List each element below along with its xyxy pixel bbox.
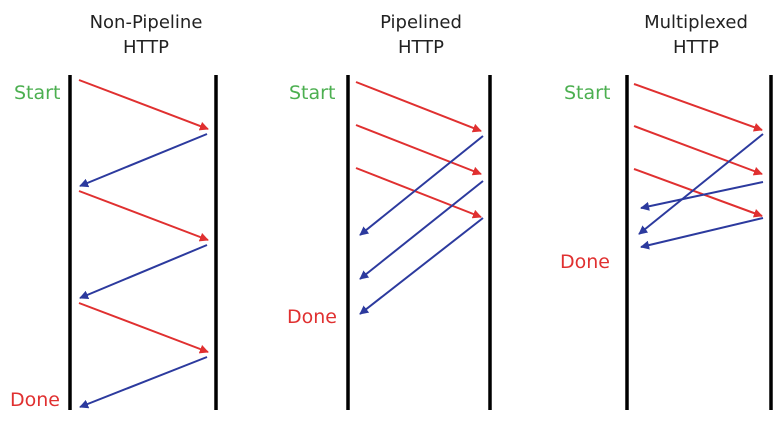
request-arrow bbox=[355, 81, 482, 133]
request-arrow bbox=[633, 168, 763, 218]
request-arrow bbox=[78, 302, 209, 354]
start-label: Start bbox=[289, 82, 335, 104]
response-arrow bbox=[359, 180, 484, 280]
request-arrow bbox=[633, 125, 763, 176]
done-label: Done bbox=[560, 251, 610, 273]
response-arrow bbox=[79, 244, 208, 300]
request-arrow bbox=[355, 167, 482, 219]
response-arrow bbox=[79, 356, 208, 409]
request-arrow bbox=[78, 190, 209, 242]
panel-title-line2: HTTP bbox=[398, 37, 444, 58]
done-label: Done bbox=[10, 389, 60, 411]
request-arrow bbox=[78, 79, 209, 131]
request-arrow bbox=[633, 83, 763, 132]
done-label: Done bbox=[287, 306, 337, 328]
panel-title-line1: Pipelined bbox=[380, 12, 462, 33]
panel-title-line1: Non-Pipeline bbox=[90, 12, 203, 33]
response-arrow bbox=[79, 133, 208, 188]
request-arrow bbox=[355, 124, 482, 176]
panel-non-pipeline: Non-Pipeline HTTP Start Done bbox=[10, 12, 218, 411]
start-label: Start bbox=[564, 82, 610, 104]
panel-title-line1: Multiplexed bbox=[644, 12, 748, 33]
response-arrow bbox=[359, 135, 484, 236]
start-label: Start bbox=[14, 82, 60, 104]
panel-title-line2: HTTP bbox=[123, 37, 169, 58]
response-arrow bbox=[638, 133, 764, 235]
panel-multiplexed: Multiplexed HTTP Start Done bbox=[560, 12, 773, 410]
response-arrow bbox=[640, 181, 764, 211]
response-arrow bbox=[359, 217, 484, 315]
panel-title-line2: HTTP bbox=[673, 37, 719, 58]
response-arrow bbox=[640, 217, 764, 250]
panel-pipelined: Pipelined HTTP Start Done bbox=[287, 12, 492, 410]
